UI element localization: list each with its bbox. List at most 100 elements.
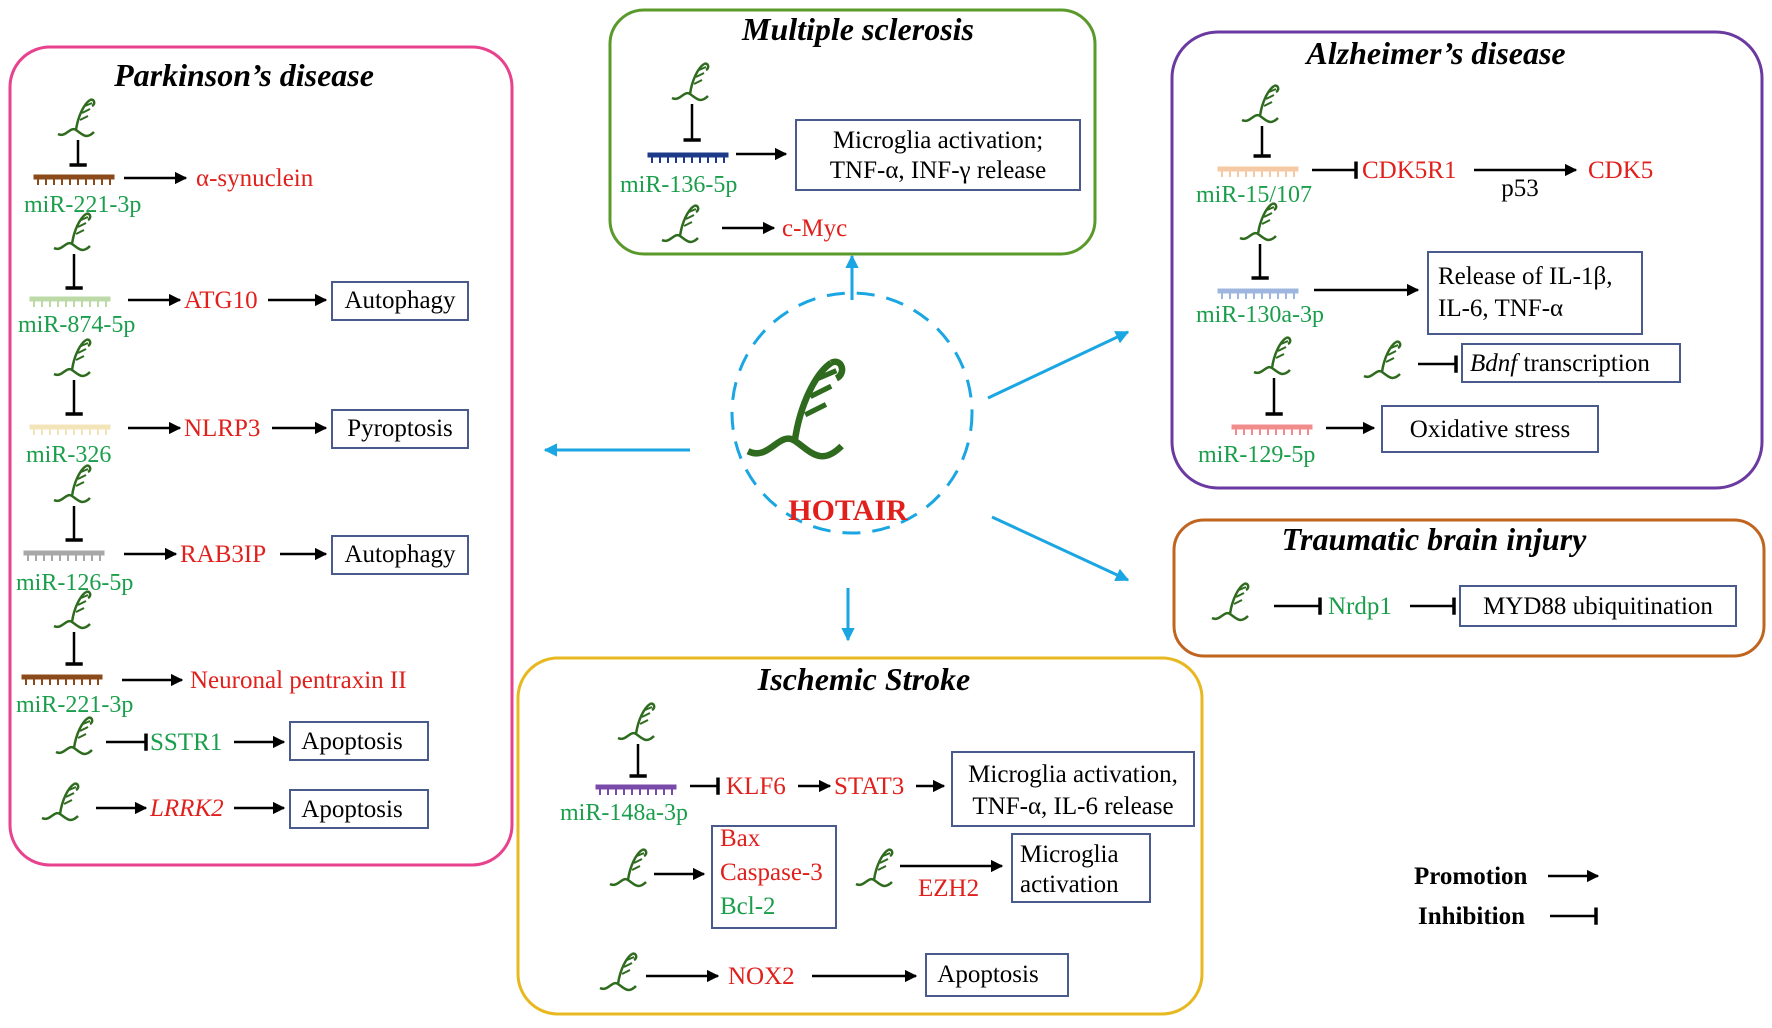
ad-target-1: CDK5R1 — [1362, 157, 1456, 184]
ad-outcome-3-rest: transcription — [1517, 350, 1650, 377]
pd-outcome-3: Pyroptosis — [347, 415, 453, 442]
rna-icon — [598, 952, 638, 992]
tbi-title: Traumatic brain injury — [1282, 521, 1587, 557]
rna-icon — [608, 848, 648, 888]
stroke-title: Ischemic Stroke — [757, 661, 970, 697]
stroke-border — [516, 656, 1204, 1016]
ad-outcome-2-line2: IL-6, TNF-α — [1438, 295, 1563, 322]
pd-outcome-box-4 — [331, 535, 469, 575]
rna-icon — [40, 782, 80, 822]
ms-outcome-box — [795, 119, 1081, 191]
pd-row-5: miR-221-3p Neuronal pentraxin II — [16, 590, 407, 718]
rna-icon — [616, 702, 656, 742]
mirna-bar — [29, 424, 111, 436]
pd-target-3: NLRP3 — [184, 415, 260, 442]
ad-panel: Alzheimer’s disease miR-15/107 CDK5R1 p5… — [1170, 30, 1764, 490]
pd-row-2: miR-874-5p ATG10 Autophagy — [18, 212, 469, 338]
pd-outcome-box-7 — [289, 789, 429, 829]
ms-panel: Multiple sclerosis miR-136-5p Microglia … — [608, 8, 1097, 256]
mirna-bar — [21, 674, 103, 686]
stroke-panel: Ischemic Stroke miR-148a-3p KLF6 STAT3 M… — [516, 656, 1204, 1016]
stroke-apop-bcl2: Bcl-2 — [720, 893, 776, 920]
rna-icon — [1238, 202, 1278, 242]
legend-inhibition-label: Inhibition — [1418, 903, 1525, 930]
rna-icon — [670, 62, 710, 102]
rna-icon — [56, 98, 96, 138]
ad-outcome-3: Bdnf transcription — [1470, 350, 1650, 377]
ad-outcome-box-3 — [1461, 343, 1681, 383]
pd-outcome-7: Apoptosis — [301, 796, 402, 823]
tbi-outcome: MYD88 ubiquitination — [1483, 593, 1713, 620]
ad-outcome-3-gene: Bdnf — [1470, 350, 1520, 377]
rna-icon — [52, 590, 92, 630]
ad-mir-2: miR-130a-3p — [1196, 302, 1324, 328]
ms-mir: miR-136-5p — [620, 172, 737, 198]
rna-icon — [52, 338, 92, 378]
stroke-t1: KLF6 — [726, 773, 786, 800]
ms-target-2: c-Myc — [782, 215, 847, 242]
pd-row-4: miR-126-5p RAB3IP Autophagy — [16, 464, 469, 596]
ad-mir-1: miR-15/107 — [1196, 182, 1312, 208]
parkinsons-title: Parkinson’s disease — [113, 57, 374, 93]
ad-outcome-4: Oxidative stress — [1410, 416, 1570, 443]
pd-target-7: LRRK2 — [149, 795, 224, 822]
tbi-outcome-box — [1459, 585, 1737, 627]
mirna-bar — [1217, 166, 1299, 178]
ms-title: Multiple sclerosis — [741, 11, 974, 47]
ad-via: p53 — [1501, 175, 1539, 202]
hotair-center: HOTAIR — [730, 291, 974, 535]
arrow-to-tbi — [991, 515, 1130, 582]
rna-icon — [54, 716, 94, 756]
pd-row-3: miR-326 NLRP3 Pyroptosis — [26, 338, 469, 468]
mirna-bar — [1231, 424, 1313, 436]
pd-mir-3: miR-326 — [26, 442, 111, 468]
pd-outcome-box-6 — [289, 721, 429, 761]
stroke-apop-caspase: Caspase-3 — [720, 859, 823, 886]
ad-border — [1170, 30, 1764, 490]
rna-icon — [854, 848, 894, 888]
stroke-mir: miR-148a-3p — [560, 800, 688, 826]
stroke-outcome-2-line2: activation — [1020, 871, 1119, 898]
stroke-outcome-box-1 — [951, 751, 1195, 827]
pd-outcome-box-3 — [331, 409, 469, 449]
stroke-nox2: NOX2 — [728, 963, 795, 990]
hotair-rna-icon — [748, 362, 842, 456]
stroke-outcome-3: Apoptosis — [937, 961, 1038, 988]
legend-promotion-label: Promotion — [1414, 863, 1528, 890]
stroke-t2: STAT3 — [834, 773, 904, 800]
rna-icon — [52, 212, 92, 252]
ad-outcome-2-line1: Release of IL-1β, — [1438, 263, 1612, 290]
pd-target-4: RAB3IP — [180, 541, 266, 568]
stroke-outcome-box-3 — [925, 953, 1069, 997]
mirna-bar — [1217, 288, 1299, 300]
tbi-target: Nrdp1 — [1328, 593, 1392, 620]
stroke-outcome-1-line2: TNF-α, IL-6 release — [972, 793, 1173, 820]
rna-icon — [1210, 582, 1250, 622]
rna-icon — [1362, 340, 1402, 380]
pd-target-2: ATG10 — [184, 287, 258, 314]
pd-target-6: SSTR1 — [150, 729, 222, 756]
tbi-border — [1172, 518, 1766, 658]
pd-mir-4: miR-126-5p — [16, 570, 133, 596]
mirna-bar — [23, 550, 105, 562]
pd-outcome-box-2 — [331, 281, 469, 321]
rna-icon — [52, 464, 92, 504]
pd-outcome-4: Autophagy — [344, 541, 456, 568]
hotair-label: HOTAIR — [788, 494, 908, 527]
rna-icon — [1240, 84, 1280, 124]
pd-outcome-6: Apoptosis — [301, 728, 402, 755]
pd-target-5: Neuronal pentraxin II — [190, 667, 407, 694]
hotair-dashed-circle — [730, 291, 974, 535]
stroke-apoptosis-box — [711, 825, 837, 929]
pd-mir-5: miR-221-3p — [16, 692, 133, 718]
arrow-to-ad — [987, 330, 1130, 400]
ms-outcome-line2: TNF-α, INF-γ release — [830, 157, 1046, 184]
mirna-bar — [33, 174, 115, 186]
ad-outcome-box-4 — [1381, 405, 1599, 453]
ad-target-1b: CDK5 — [1588, 157, 1653, 184]
pd-outcome-2: Autophagy — [344, 287, 456, 314]
stroke-outcome-1-line1: Microglia activation, — [968, 761, 1178, 788]
pd-row-7: LRRK2 Apoptosis — [40, 782, 429, 829]
rna-icon — [1252, 336, 1292, 376]
pd-mir-1: miR-221-3p — [24, 192, 141, 218]
